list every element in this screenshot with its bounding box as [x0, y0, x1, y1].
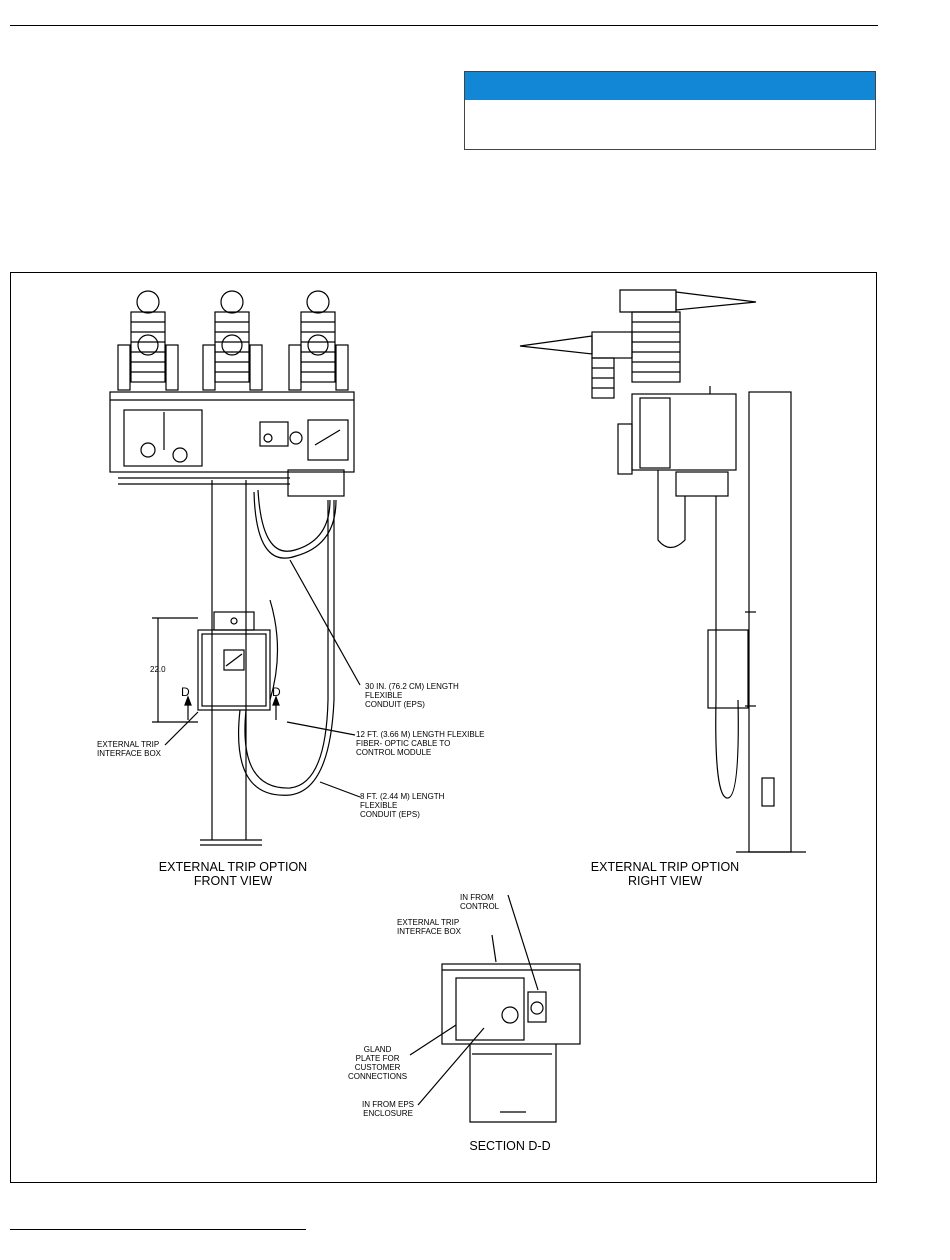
callout-section-interface-box: EXTERNAL TRIP INTERFACE BOX	[397, 918, 462, 936]
callout-in-from-control: IN FROM CONTROL	[460, 893, 500, 911]
top-rule	[10, 25, 878, 26]
notice-header	[465, 72, 875, 100]
right-view-drawing	[519, 289, 806, 853]
right-view-caption: EXTERNAL TRIP OPTION RIGHT VIEW	[590, 860, 740, 888]
bottom-rule	[10, 1229, 306, 1230]
callout-interface-box: EXTERNAL TRIP INTERFACE BOX	[97, 740, 162, 758]
callout-fiber-cable: 12 FT. (3.66 M) LENGTH FLEXIBLE FIBER- O…	[356, 730, 485, 757]
bushing-phase-1	[117, 290, 179, 391]
front-view-caption: EXTERNAL TRIP OPTION FRONT VIEW	[158, 860, 308, 888]
section-marker-left: D	[181, 685, 190, 699]
callout-8ft-conduit: 8 FT. (2.44 M) LENGTH FLEXIBLE CONDUIT (…	[360, 792, 445, 819]
callout-in-from-eps: IN FROM EPS ENCLOSURE	[362, 1100, 415, 1118]
callout-30in-conduit: 30 IN. (76.2 CM) LENGTH FLEXIBLE CONDUIT…	[365, 682, 459, 709]
bushing-phase-3	[288, 290, 349, 391]
notice-box	[464, 71, 876, 150]
section-marker-right: D	[272, 685, 281, 699]
bushing-phase-2	[202, 290, 263, 391]
figure-frame	[10, 272, 877, 1183]
front-view-drawing	[109, 290, 361, 846]
callout-gland-plate: GLAND PLATE FOR CUSTOMER CONNECTIONS	[348, 1045, 408, 1081]
section-dd-drawing	[409, 894, 581, 1123]
dimension-label: 22.0	[150, 665, 166, 674]
section-dd-caption: SECTION D-D	[469, 1139, 551, 1153]
